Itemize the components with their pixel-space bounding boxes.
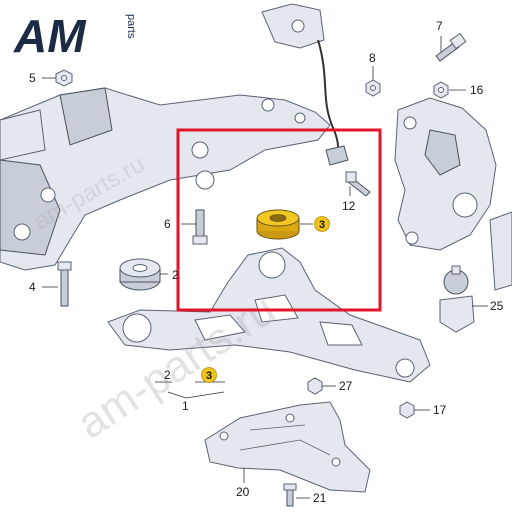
bolt-12 [345,171,371,197]
nut-5 [55,69,73,87]
callout-4: 4 [29,280,36,294]
callout-20: 20 [236,485,250,499]
badge-3-lower-text: 3 [206,370,212,382]
callout-2-upper: 2 [172,268,179,282]
callout-12: 12 [342,199,356,213]
nut-8 [365,79,381,97]
bolt-7 [435,32,467,62]
am-parts-logo: AM parts [13,10,137,62]
callout-1: 1 [182,399,189,413]
callout-2-lower: 2 [164,368,171,382]
ball-joint [439,265,475,333]
logo-sub-text: parts [125,14,137,39]
wheel-knuckle [394,97,512,291]
control-arm [107,247,431,383]
badge-3-lower: 3 [201,367,217,383]
callout-21: 21 [313,491,327,505]
subframe [0,87,331,271]
nut-16 [433,81,449,99]
nut-27 [307,377,323,395]
bolt-4 [57,261,72,307]
highlighted-bushing [256,209,300,240]
highlight-box [176,128,382,312]
underbody-guard [204,401,371,493]
callout-5: 5 [29,71,36,85]
callout-17: 17 [433,403,447,417]
badge-3-upper-text: 3 [319,219,325,231]
callout-16: 16 [470,83,484,97]
callout-27: 27 [339,379,353,393]
callout-6: 6 [164,217,171,231]
bushing-left [119,258,161,291]
callout-7: 7 [436,19,443,33]
bolt-21 [283,483,297,507]
callout-8: 8 [369,51,376,65]
callout-25: 25 [490,299,504,313]
nut-17 [399,401,415,419]
badge-3-upper: 3 [314,216,330,232]
bolt-6 [192,209,208,245]
logo-main-text: AM [13,10,87,62]
sensor-cable [261,3,349,166]
